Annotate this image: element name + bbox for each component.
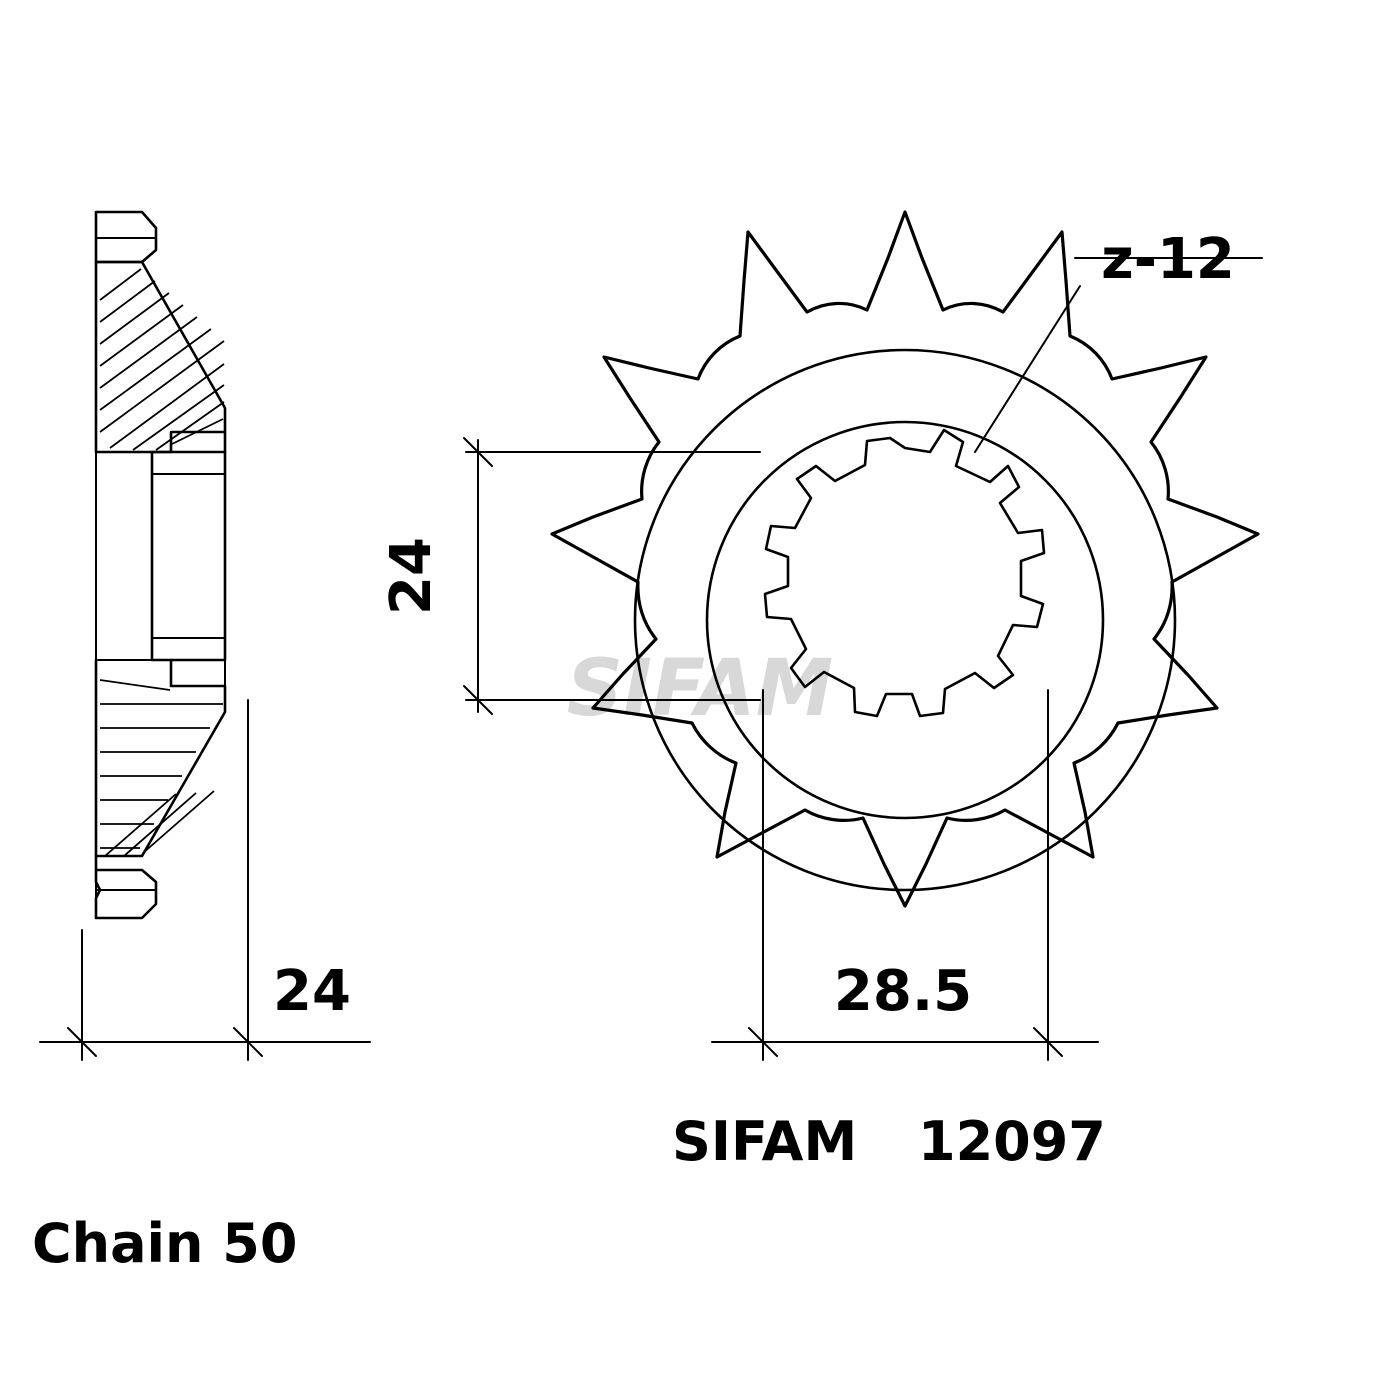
chain-label: Chain 50 (32, 1212, 297, 1275)
side-bottom-boss-outline (94, 854, 158, 920)
front-face-view: z-12 24 28.5 (379, 210, 1263, 1061)
sprocket-inner-circle (705, 420, 1105, 820)
part-number-label: 12097 (918, 1110, 1106, 1173)
dim-tick-right (233, 1027, 263, 1057)
teeth-count-value: z-12 (1101, 227, 1235, 292)
dim-tick-left (67, 1027, 97, 1057)
z12-leader-line (974, 285, 1081, 453)
side-lower-web-hatching-2 (104, 790, 215, 857)
bore-dimension-value: 24 (379, 537, 444, 615)
spline-tick-left (748, 1027, 778, 1057)
spline-dimension-285: 28.5 (711, 689, 1099, 1061)
thickness-value: 24 (273, 959, 351, 1024)
watermark-text: SIFAM (567, 644, 833, 734)
thickness-dimension-24: 24 (39, 699, 371, 1061)
side-upper-web-hatching (99, 268, 225, 451)
bore-dimension-24: 24 (379, 437, 761, 715)
bore-tick-top (463, 437, 493, 467)
side-section-view (94, 210, 227, 920)
sprocket-teeth-outline (550, 210, 1260, 908)
side-rim-band (150, 450, 227, 662)
bore-tick-bottom (463, 685, 493, 715)
spline-tick-right (1033, 1027, 1063, 1057)
teeth-count-callout: z-12 (974, 227, 1263, 453)
brand-label: SIFAM (672, 1110, 857, 1173)
spline-dimension-value: 28.5 (834, 959, 972, 1024)
sprocket-body-circle (633, 348, 1177, 892)
side-upper-web-outline (94, 260, 227, 454)
spline-hub-outline (763, 428, 1046, 718)
side-upper-web-slope (94, 260, 227, 434)
